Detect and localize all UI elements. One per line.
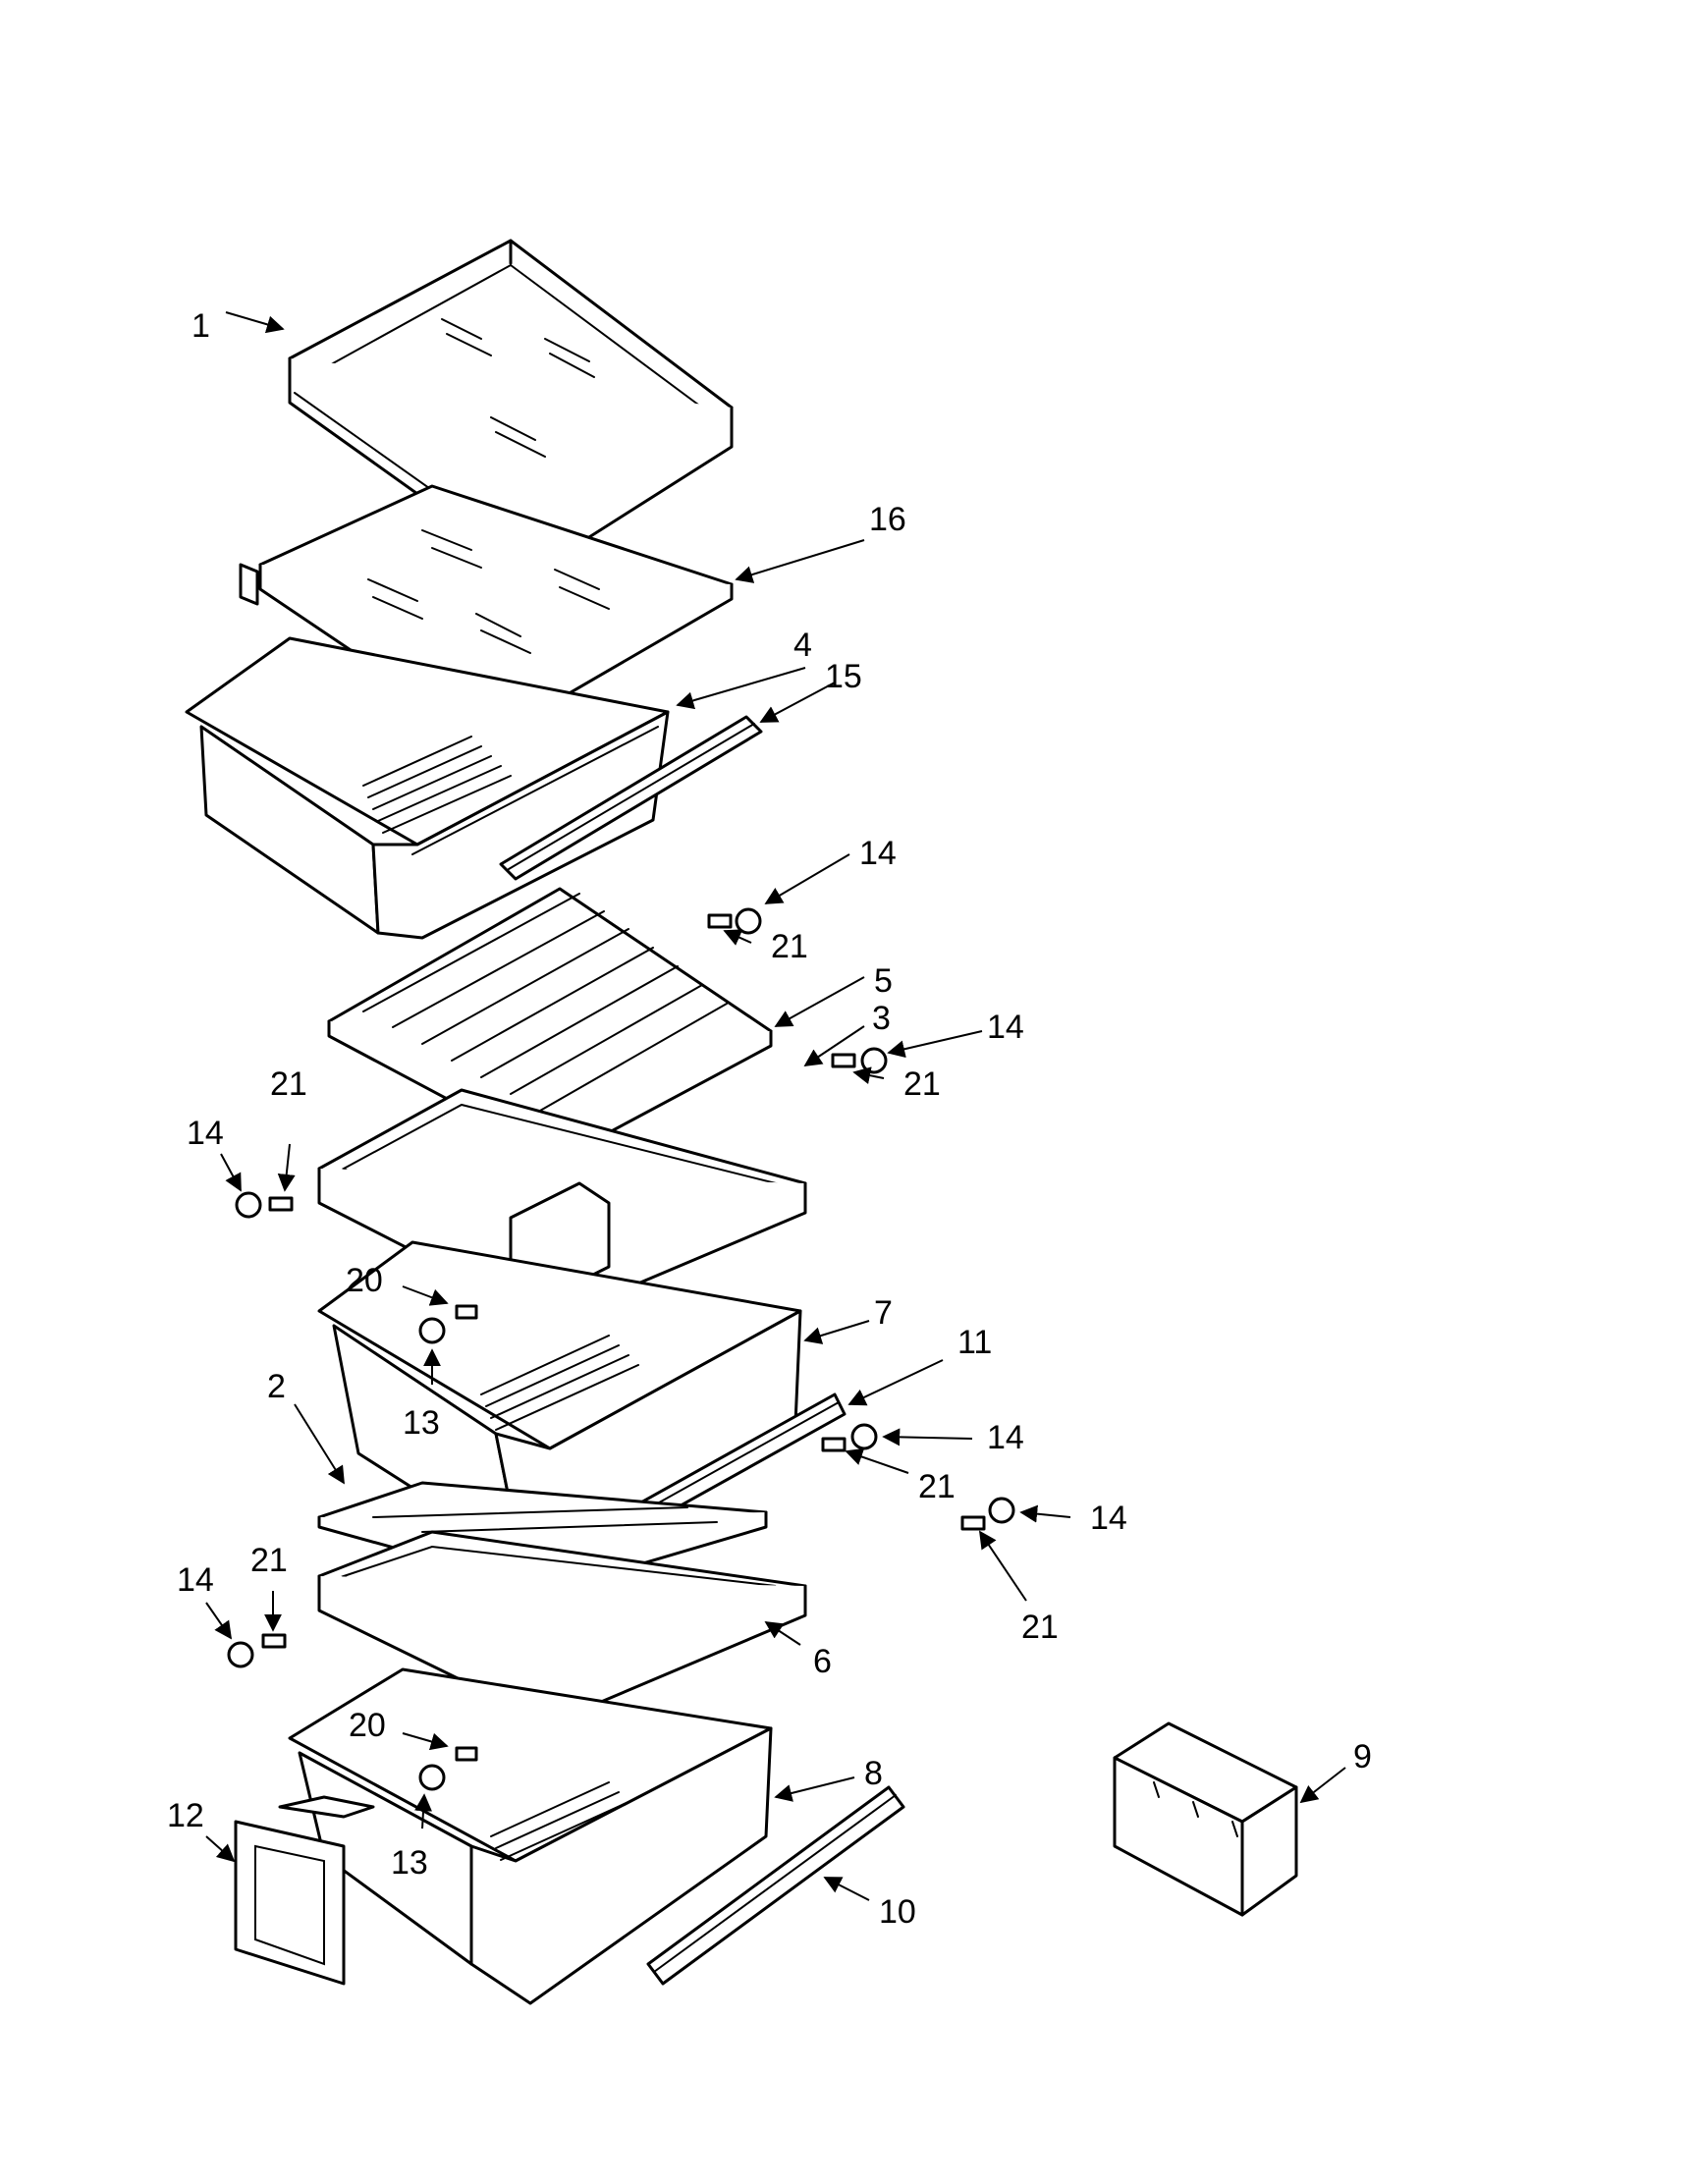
callout-10: 10 xyxy=(879,1893,916,1931)
callout-14-e: 14 xyxy=(1090,1500,1127,1537)
callout-21-d: 21 xyxy=(918,1468,956,1505)
callout-13-a: 13 xyxy=(403,1404,440,1442)
callout-20-b: 20 xyxy=(349,1707,386,1744)
callout-14-c: 14 xyxy=(187,1115,224,1152)
callout-21-c: 21 xyxy=(270,1065,307,1103)
screw-21-c xyxy=(268,1196,294,1212)
part-16-glass-shelf xyxy=(239,484,734,743)
callout-14-d: 14 xyxy=(987,1419,1024,1456)
callout-labels: 1 16 4 15 14 21 5 3 14 21 14 21 20 7 11 … xyxy=(167,307,1372,1931)
part-4-drawer xyxy=(185,636,670,940)
callout-15: 15 xyxy=(825,658,862,695)
callout-9: 9 xyxy=(1353,1738,1372,1775)
callout-11: 11 xyxy=(957,1324,992,1361)
roller-14-f xyxy=(227,1641,254,1668)
callout-2: 2 xyxy=(267,1368,286,1405)
callout-21-a: 21 xyxy=(771,928,808,965)
drawer-vent-grille xyxy=(490,1781,629,1861)
callout-21-b: 21 xyxy=(903,1065,941,1103)
leader-arrows xyxy=(205,311,1346,1901)
glass-ribs xyxy=(362,893,728,1112)
screw-20-a xyxy=(455,1304,478,1320)
callout-13-b: 13 xyxy=(391,1844,428,1882)
part-10-handle-trim xyxy=(646,1785,905,1986)
roller-14-e xyxy=(988,1497,1015,1524)
callout-1: 1 xyxy=(191,307,210,345)
callout-3: 3 xyxy=(872,1000,891,1037)
callout-6: 6 xyxy=(813,1643,832,1680)
callout-20-a: 20 xyxy=(346,1262,383,1299)
callout-14-f: 14 xyxy=(177,1561,214,1599)
callout-7: 7 xyxy=(874,1294,893,1332)
roller-14-d xyxy=(850,1423,878,1450)
roller-14-a xyxy=(735,907,762,935)
part-9-bin xyxy=(1113,1721,1298,1917)
callout-14-b: 14 xyxy=(987,1009,1024,1046)
screw-21-b xyxy=(831,1053,856,1068)
callout-21-f: 21 xyxy=(250,1542,288,1579)
screw-20-b xyxy=(455,1746,478,1762)
glass-reflection-marks xyxy=(441,318,595,458)
part-12-control xyxy=(234,1795,375,1986)
callout-21-e: 21 xyxy=(1021,1609,1059,1646)
callout-14-a: 14 xyxy=(859,835,897,872)
callout-8: 8 xyxy=(864,1755,883,1792)
callout-12: 12 xyxy=(167,1797,204,1834)
roller-14-b xyxy=(860,1047,888,1074)
part-5-cover-glass xyxy=(327,887,773,1161)
callout-4: 4 xyxy=(793,627,812,664)
drawer-vent-grille xyxy=(480,1335,639,1431)
glass-reflection-marks xyxy=(367,529,610,654)
callout-16: 16 xyxy=(869,501,906,538)
drawer-vent-grille xyxy=(362,736,512,834)
hardware-rollers xyxy=(227,907,1015,1791)
roller-14-c xyxy=(235,1191,262,1219)
screw-21-f xyxy=(261,1633,287,1649)
screw-21-d xyxy=(821,1437,847,1452)
roller-13-a xyxy=(418,1317,446,1344)
screw-21-e xyxy=(960,1515,986,1531)
callout-5: 5 xyxy=(874,962,893,1000)
part-15-handle-trim xyxy=(499,715,763,881)
screw-21-a xyxy=(707,913,733,929)
roller-13-b xyxy=(418,1764,446,1791)
